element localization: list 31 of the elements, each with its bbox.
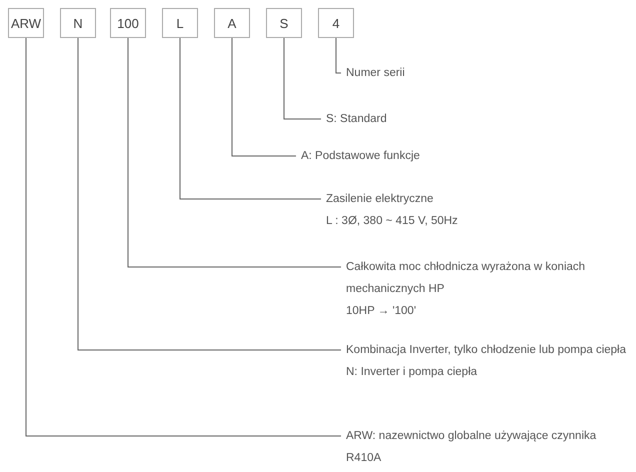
description-text: S: Standard xyxy=(326,112,388,127)
code-box xyxy=(266,8,302,38)
code-box xyxy=(110,8,146,38)
leader-line xyxy=(78,38,342,350)
description-text: A: Podstawowe funkcje xyxy=(301,149,421,164)
code-letter: 4 xyxy=(332,16,340,30)
code-letter: ARW xyxy=(10,16,42,30)
code-box xyxy=(214,8,250,38)
leader-line xyxy=(284,38,322,120)
code-box xyxy=(318,8,354,38)
leader-line xyxy=(336,38,342,74)
description-detail: L : 3Ø, 380 ~ 415 V, 50Hz xyxy=(326,214,459,229)
description-text: ARW: nazewnictwo globalne używające czynnika R410A xyxy=(346,429,598,466)
description-text: Zasilenie elektryczne xyxy=(326,192,434,207)
leader-line xyxy=(26,38,342,436)
code-box xyxy=(8,8,44,38)
code-letter: 100 xyxy=(117,16,139,30)
code-letter: S xyxy=(280,16,288,30)
leader-line xyxy=(180,38,322,200)
description-text: Kombinacja Inverter, tylko chłodzenie lub pompa ciepła xyxy=(346,343,627,358)
description-text: Całkowita moc chłodnicza wyrażona w koniach mechanicznych HP xyxy=(346,260,586,297)
description-detail: 10HP → '100' xyxy=(346,304,418,319)
code-letter: N xyxy=(73,16,83,30)
code-letter: A xyxy=(228,16,236,30)
leader-line xyxy=(232,38,296,156)
description-detail: N: Inverter i pompa ciepła xyxy=(346,365,478,380)
description-text: Numer serii xyxy=(346,66,406,81)
code-box xyxy=(60,8,96,38)
code-letter: L xyxy=(176,16,184,30)
leader-line xyxy=(128,38,342,268)
code-box xyxy=(162,8,198,38)
